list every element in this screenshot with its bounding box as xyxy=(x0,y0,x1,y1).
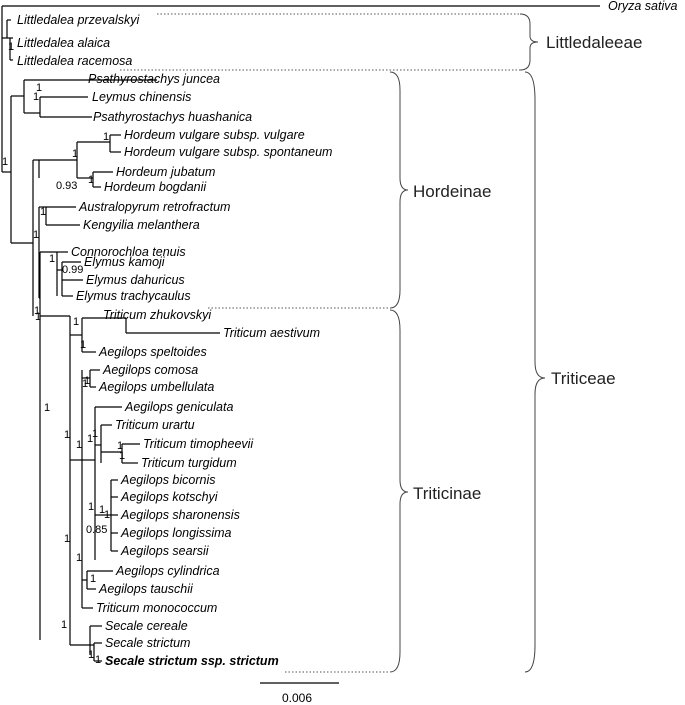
support-value: 1 xyxy=(82,378,88,390)
taxon-label: Hordeum jubatum xyxy=(116,165,215,179)
support-value: 1 xyxy=(76,552,82,564)
support-value: 0.93 xyxy=(56,180,77,192)
taxon-label: Elymus trachycaulus xyxy=(76,289,191,303)
taxon-label: Leymus chinensis xyxy=(92,90,191,104)
support-value: 1 xyxy=(44,402,50,414)
support-value: 1 xyxy=(80,339,86,351)
taxon-label: Oryza sativa xyxy=(608,0,678,13)
support-value: 1 xyxy=(88,649,94,661)
taxon-label: Triticum urartu xyxy=(115,418,195,432)
taxon-label: Aegilops geniculata xyxy=(124,400,233,414)
support-value: 1 xyxy=(64,429,70,441)
brace-littledaleeae xyxy=(519,13,539,71)
taxon-label: Littledalea przevalskyi xyxy=(17,13,141,27)
taxon-label: Littledalea racemosa xyxy=(17,54,132,68)
support-value: 1 xyxy=(34,305,40,317)
group-label-hordeinae: Hordeinae xyxy=(413,182,491,201)
brace-triticeae xyxy=(524,71,546,673)
support-value: 1 xyxy=(40,206,46,218)
support-value: 1 xyxy=(87,433,93,445)
group-label-triticinae: Triticinae xyxy=(413,484,481,503)
taxon-label: Aegilops kotschyi xyxy=(120,490,219,504)
taxon-label: Aegilops longissima xyxy=(120,526,232,540)
support-value: 1 xyxy=(117,440,123,452)
support-value: 1 xyxy=(104,509,110,521)
taxon-label: Secale strictum ssp. strictum xyxy=(105,654,279,668)
support-value: 1 xyxy=(8,41,14,53)
support-value: 1 xyxy=(119,450,125,462)
taxon-label: Aegilops sharonensis xyxy=(120,508,240,522)
taxon-label: Triticum aestivum xyxy=(223,326,320,340)
support-value: 1 xyxy=(103,131,109,143)
taxon-label: Aegilops tauschii xyxy=(98,582,194,596)
taxon-label: Aegilops cylindrica xyxy=(115,564,220,578)
taxon-label: Psathyrostachys huashanica xyxy=(93,110,252,124)
taxon-label: Triticum zhukovskyi xyxy=(103,308,212,322)
taxon-label: Secale cereale xyxy=(105,619,188,633)
scale-bar-label: 0.006 xyxy=(282,691,312,705)
support-value: 1 xyxy=(76,439,82,451)
support-value: 1 xyxy=(92,428,98,440)
support-value: 1 xyxy=(88,174,94,186)
brace-triticinae xyxy=(389,309,409,673)
support-value: 1 xyxy=(36,82,42,94)
taxon-label: Aegilops bicornis xyxy=(120,473,216,487)
taxon-label: Aegilops comosa xyxy=(102,363,198,377)
taxon-label: Elymus kamoji xyxy=(84,255,166,269)
taxon-label: Aegilops speltoides xyxy=(98,345,207,359)
taxon-label: Secale strictum xyxy=(105,636,190,650)
taxon-label: Connorochloa tenuis xyxy=(71,245,186,259)
group-guide-lines xyxy=(120,13,520,673)
taxon-labels: Oryza sativa Littledalea przevalskyi Lit… xyxy=(17,0,678,668)
taxon-label: Triticum turgidum xyxy=(141,456,237,470)
support-value: 1 xyxy=(95,654,101,666)
support-value: 0.85 xyxy=(86,524,107,536)
support-value: 1 xyxy=(73,316,79,328)
support-value: 1 xyxy=(33,91,39,103)
taxon-label: Triticum timopheevii xyxy=(143,437,254,451)
support-value: 1 xyxy=(88,501,94,513)
taxon-label: Aegilops umbellulata xyxy=(98,380,214,394)
scale-bar: 0.006 xyxy=(260,682,339,705)
taxon-label: Triticum monococcum xyxy=(96,601,217,615)
support-value: 1 xyxy=(72,148,78,160)
taxon-label: Hordeum vulgare subsp. vulgare xyxy=(124,128,305,142)
support-value: 1 xyxy=(49,253,55,265)
support-value: 1 xyxy=(90,573,96,585)
group-braces xyxy=(389,13,546,673)
group-label-triticeae: Triticeae xyxy=(551,369,616,388)
support-value: 1 xyxy=(84,375,90,387)
taxon-label: Australopyrum retrofractum xyxy=(78,200,230,214)
brace-hordeinae xyxy=(389,71,409,309)
taxon-label: Kengyilia melanthera xyxy=(83,218,200,232)
support-value: 1 xyxy=(35,311,41,323)
taxon-label: Hordeum vulgare subsp. spontaneum xyxy=(124,145,332,159)
taxon-label: Littledalea alaica xyxy=(17,36,110,50)
tree-branches xyxy=(1,5,600,662)
taxon-label: Aegilops searsii xyxy=(120,544,210,558)
support-value: 1 xyxy=(33,229,39,241)
support-values: 1 1 1 1 1 1 1 1 1 0.93 1 1 1 0.99 1 1 1 … xyxy=(2,41,125,666)
support-value: 1 xyxy=(64,533,70,545)
group-label-littledaleeae: Littledaleeae xyxy=(546,33,642,52)
support-value: 1 xyxy=(61,619,67,631)
support-value: 1 xyxy=(2,156,8,168)
group-labels: Littledaleeae Hordeinae Triticeae Tritic… xyxy=(413,33,642,503)
taxon-label: Psathyrostachys juncea xyxy=(88,72,220,86)
taxon-label: Hordeum bogdanii xyxy=(104,180,207,194)
taxon-label: Elymus dahuricus xyxy=(86,273,185,287)
support-value: 0.99 xyxy=(62,264,83,276)
support-value: 1 xyxy=(99,504,105,516)
